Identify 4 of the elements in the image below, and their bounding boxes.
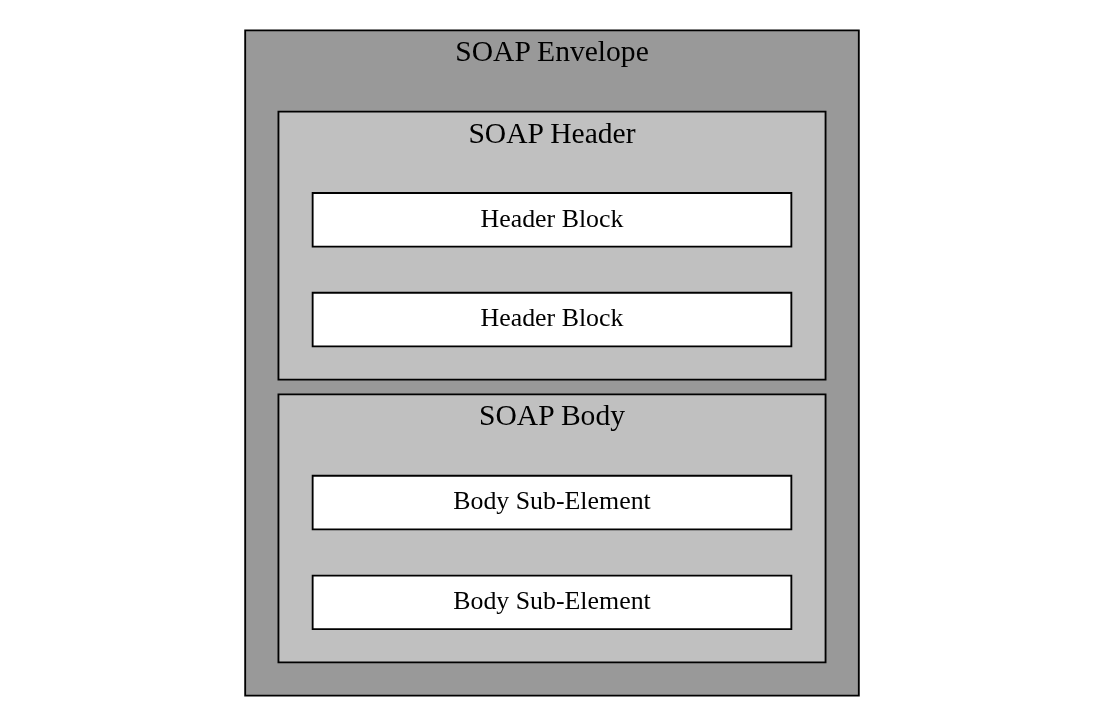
node-box: Header Block [311,192,793,248]
node-box: Header Block [311,291,793,348]
node-box: Body Sub-Element [311,474,793,531]
node-box: Body Sub-Element [311,574,793,631]
